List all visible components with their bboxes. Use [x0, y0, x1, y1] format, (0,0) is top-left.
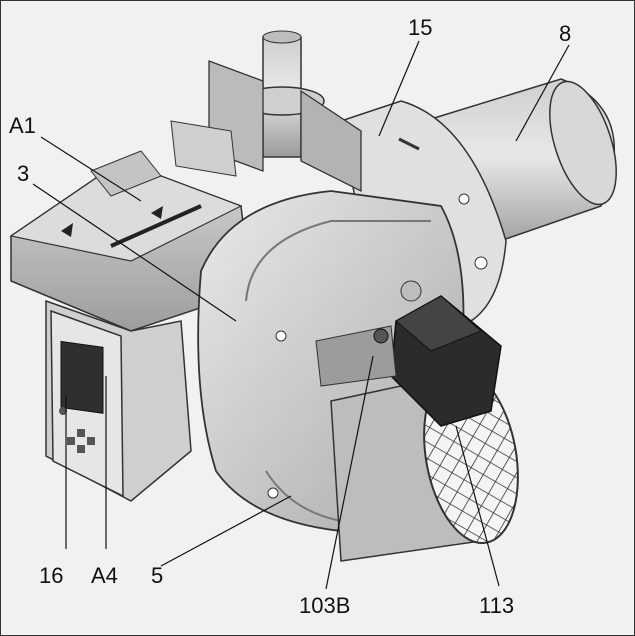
keypad [59, 407, 95, 453]
leader-15 [378, 40, 420, 137]
leader-113 [455, 425, 500, 587]
callout-16: 16 [39, 563, 63, 588]
callout-A4: A4 [91, 563, 118, 588]
display-module [45, 299, 192, 502]
leader-5 [160, 495, 292, 567]
callout-A1: A1 [9, 113, 36, 138]
callout-15: 15 [408, 15, 432, 40]
callout-8: 8 [559, 21, 571, 46]
servo-motor [315, 280, 502, 427]
callout-5: 5 [151, 563, 163, 588]
callout-labels: A1 3 15 8 16 A4 5 103B 113 [9, 15, 571, 618]
leader-103B [325, 355, 374, 590]
leader-A1 [40, 136, 142, 202]
callout-3: 3 [17, 161, 29, 186]
callout-113: 113 [479, 593, 514, 618]
display-screen [60, 340, 104, 414]
leader-lines [32, 40, 570, 590]
control-unit-housing [9, 120, 252, 332]
callout-103B: 103B [299, 593, 350, 618]
leader-3 [32, 183, 237, 322]
leader-8 [515, 44, 570, 142]
